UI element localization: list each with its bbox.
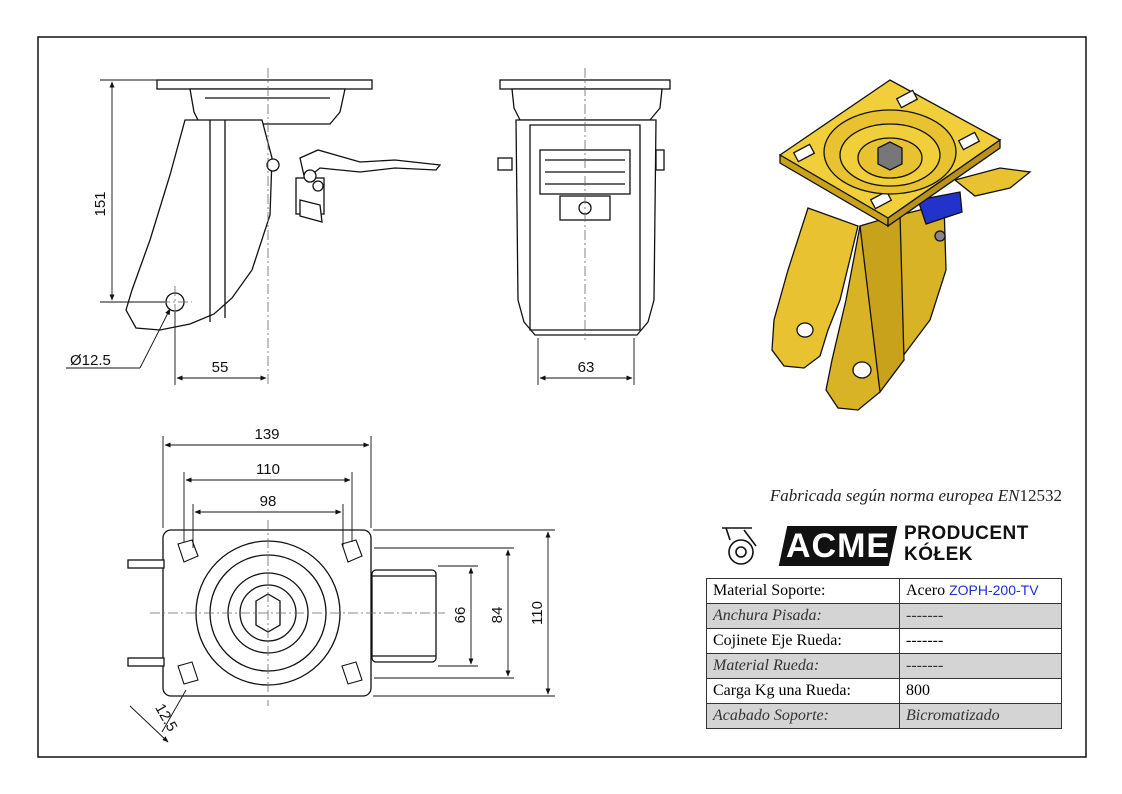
spec-row: Anchura Pisada: ------- [706,603,1062,629]
front-view [497,79,671,336]
brand-logo: ACME [778,526,898,566]
dim-offset-55: 55 [212,359,229,376]
side-view-dimensions [66,79,267,385]
spec-label: Cojinete Eje Rueda: [706,628,900,654]
dim-slot-66: 66 [452,607,469,624]
dim-slot-84: 84 [489,607,506,624]
dim-plate-139: 139 [254,426,279,443]
dim-holes-98: 98 [260,493,277,510]
spec-row: Material Rueda: ------- [706,653,1062,679]
caster-wheel-logo-icon [722,527,757,565]
standard-note: Fabricada según norma europea EN12532 [700,486,1062,506]
spec-label: Material Rueda: [706,653,900,679]
dim-slot-12-5: 12.5 [151,701,180,735]
spec-value: ------- [899,628,1062,654]
top-view-dimensions [129,436,555,743]
front-view-dimensions [537,338,635,385]
spec-row: Carga Kg una Rueda: 800 [706,678,1062,704]
spec-value: 800 [899,678,1062,704]
spec-value-text: Acero [906,582,946,599]
spec-value: ------- [899,653,1062,679]
spec-value: ------- [899,603,1062,629]
brand-tagline: PRODUCENT KÓŁEK [904,523,1029,565]
spec-label: Anchura Pisada: [706,603,900,629]
spec-value: Acero ZOPH-200-TV [899,578,1062,604]
dim-holes-110: 110 [256,461,280,478]
isometric-view [771,79,1032,411]
brand-tagline-line1: PRODUCENT [904,523,1029,544]
specification-table: Material Soporte: Acero ZOPH-200-TV Anch… [706,578,1062,729]
top-view-centerlines [150,520,445,706]
dim-width-63: 63 [578,359,595,376]
spec-row: Acabado Soporte: Bicromatizado [706,703,1062,729]
spec-label: Acabado Soporte: [706,703,900,729]
spec-label: Carga Kg una Rueda: [706,678,900,704]
spec-row: Cojinete Eje Rueda: ------- [706,628,1062,654]
spec-row: Material Soporte: Acero ZOPH-200-TV [706,578,1062,604]
standard-note-prefix: Fabricada según norma europea EN [769,486,1020,505]
dim-height-151: 151 [92,191,109,216]
product-code: ZOPH-200-TV [949,582,1039,598]
dim-plate-110: 110 [529,601,546,625]
spec-label: Material Soporte: [706,578,900,604]
standard-note-number: 12532 [1019,486,1063,505]
drawing-frame [37,36,1087,758]
spec-value: Bicromatizado [899,703,1062,729]
dim-hole-diameter: Ø12.5 [70,352,111,369]
brand-tagline-line2: KÓŁEK [904,544,973,565]
side-view [125,79,442,331]
brand-logo-text: ACME [785,527,891,565]
